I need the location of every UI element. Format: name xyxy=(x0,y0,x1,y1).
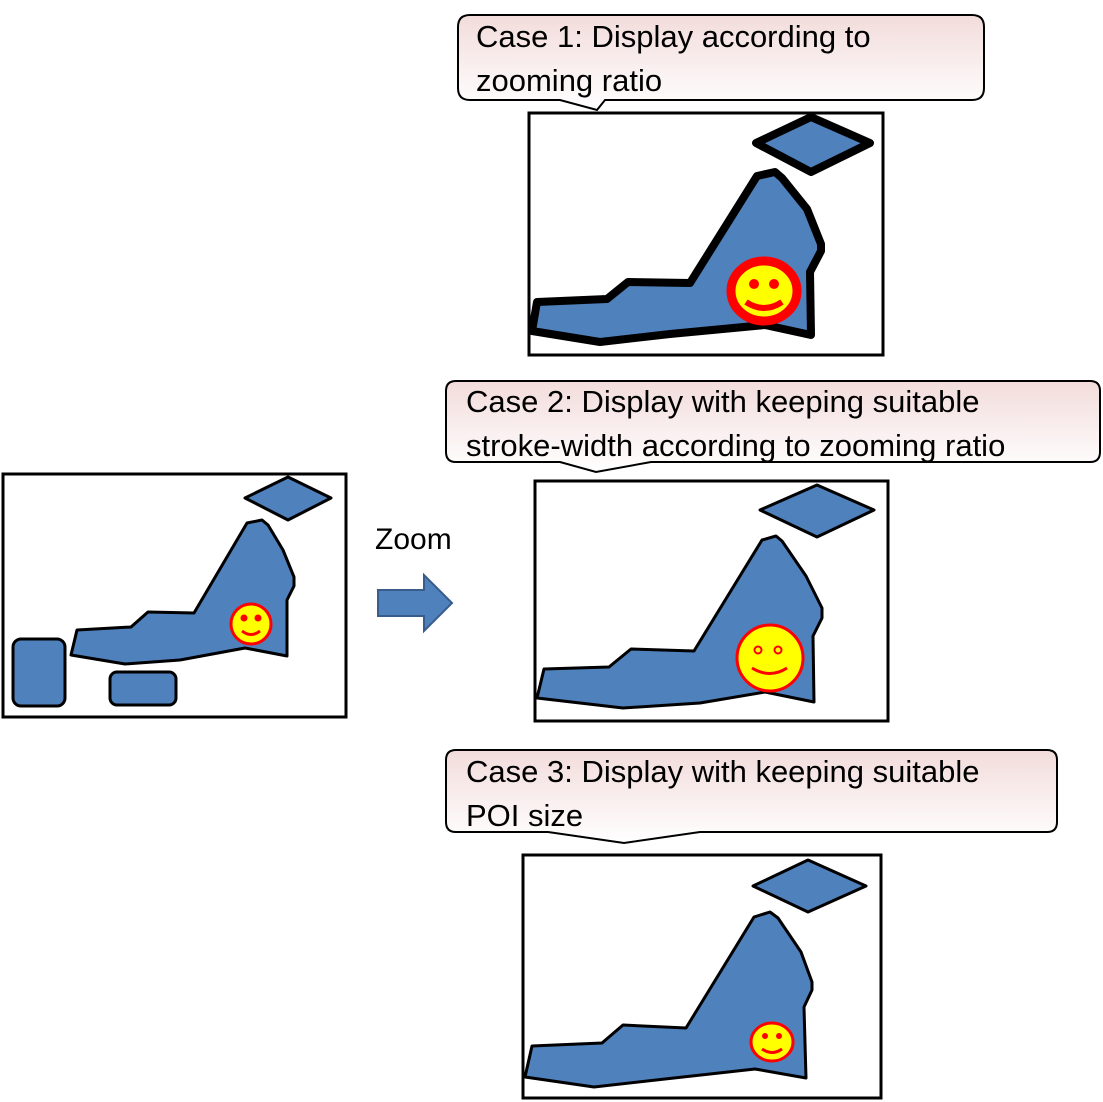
case-2: Case 2: Display with keeping suitable st… xyxy=(445,380,1101,723)
poi-smiley-icon xyxy=(229,602,273,646)
case-1-callout xyxy=(457,14,985,112)
case-3: Case 3: Display with keeping suitable PO… xyxy=(445,749,1058,1100)
south-island xyxy=(108,670,178,707)
case-2-label-line1: Case 2: Display with keeping suitable xyxy=(466,384,980,419)
case-1: Case 1: Display according to zooming rat… xyxy=(457,14,985,357)
case-1-label-line1: Case 1: Display according to xyxy=(476,19,871,54)
case-1-island-diamond xyxy=(752,113,874,176)
island-diamond xyxy=(243,475,333,522)
zoom-label: Zoom xyxy=(375,523,452,556)
case-3-label-line2: POI size xyxy=(466,798,583,833)
case-1-poi-smiley-icon xyxy=(726,256,802,326)
case-3-callout xyxy=(445,749,1058,845)
case-3-main-island xyxy=(523,910,814,1089)
southwest-island xyxy=(11,637,67,708)
case-3-island-diamond xyxy=(751,858,868,914)
case-2-island-diamond xyxy=(758,483,876,539)
case-2-poi-smiley-icon xyxy=(735,623,805,693)
original-map xyxy=(1,472,348,719)
case-1-label-line2: zooming ratio xyxy=(476,63,662,98)
right-arrow-icon xyxy=(377,572,454,634)
case-3-poi-smiley-icon xyxy=(749,1021,795,1063)
case-3-label-line1: Case 3: Display with keeping suitable xyxy=(466,754,980,789)
case-2-label-line2: stroke-width according to zooming ratio xyxy=(466,428,1005,463)
case-2-callout xyxy=(445,380,1101,474)
